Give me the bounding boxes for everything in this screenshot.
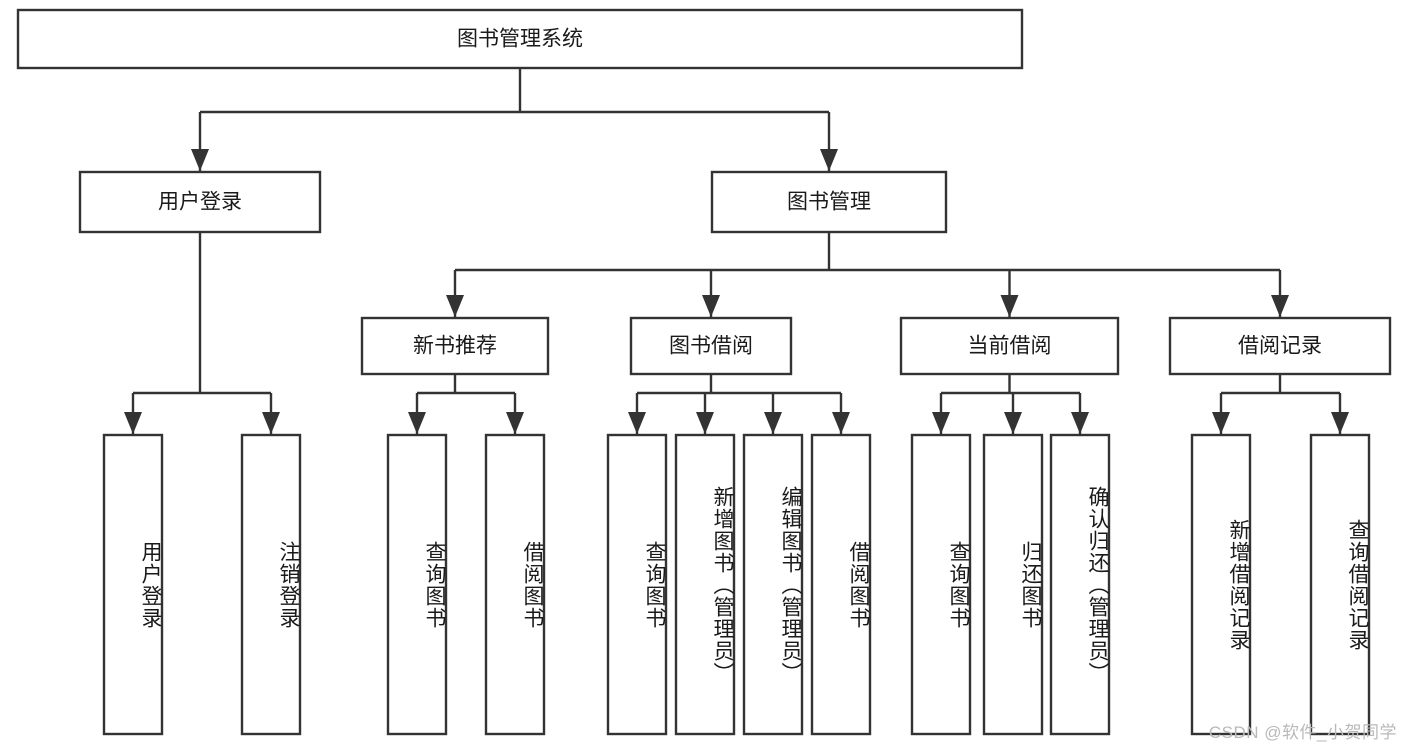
node-box-root xyxy=(16,8,1024,70)
arrow-head-leaf-query-books-rec xyxy=(408,412,426,434)
node-box-leaf-add-book-admin xyxy=(674,433,736,736)
arrow-head-leaf-add-borrow-record xyxy=(1212,412,1230,434)
arrow-head-new-book-recommend xyxy=(446,295,464,317)
arrow-head-leaf-borrow-book xyxy=(832,412,850,434)
arrow-head-leaf-query-borrow-record xyxy=(1331,412,1349,434)
node-box-leaf-query-borrow-record xyxy=(1309,433,1371,736)
node-box-borrow-records xyxy=(1168,316,1392,376)
node-box-book-management xyxy=(710,170,948,234)
node-box-leaf-user-login xyxy=(102,433,164,736)
boxes-layer xyxy=(16,8,1392,736)
node-label-current-borrow: 当前借阅 xyxy=(968,335,1052,358)
node-box-new-book-recommend xyxy=(360,316,550,376)
arrow-head-leaf-add-book-admin xyxy=(696,412,714,434)
node-label-user-login: 用户登录 xyxy=(158,191,242,214)
node-label-book-management: 图书管理 xyxy=(787,191,871,214)
node-box-leaf-query-books-current xyxy=(910,433,972,736)
node-box-leaf-query-books-rec xyxy=(386,433,448,736)
arrow-head-book-management xyxy=(820,149,838,171)
arrow-head-leaf-return-book xyxy=(1004,412,1022,434)
node-label-new-book-recommend: 新书推荐 xyxy=(413,335,497,358)
connectors-layer xyxy=(124,68,1349,434)
node-label-borrow-records: 借阅记录 xyxy=(1238,335,1322,358)
node-box-leaf-borrow-books-rec xyxy=(484,433,546,736)
node-box-user-login xyxy=(78,170,322,234)
node-label-root: 图书管理系统 xyxy=(457,28,583,51)
arrow-head-leaf-query-books-borrow xyxy=(628,412,646,434)
arrow-head-leaf-confirm-return-admin xyxy=(1071,412,1089,434)
arrow-head-leaf-borrow-books-rec xyxy=(506,412,524,434)
arrow-head-leaf-user-login xyxy=(124,412,142,434)
node-box-leaf-borrow-book xyxy=(810,433,872,736)
arrow-head-borrow-records xyxy=(1271,295,1289,317)
csdn-watermark: CSDN @软件_小贺同学 xyxy=(1208,723,1397,742)
arrow-head-user-login xyxy=(191,149,209,171)
node-box-leaf-add-borrow-record xyxy=(1190,433,1252,736)
node-box-leaf-query-books-borrow xyxy=(606,433,668,736)
node-box-leaf-edit-book-admin xyxy=(742,433,804,736)
arrow-head-leaf-query-books-current xyxy=(932,412,950,434)
arrow-head-leaf-edit-book-admin xyxy=(764,412,782,434)
arrow-head-book-borrow xyxy=(702,295,720,317)
node-box-leaf-logout xyxy=(240,433,302,736)
node-box-book-borrow xyxy=(629,316,793,376)
arrow-head-current-borrow xyxy=(1000,295,1019,317)
node-box-current-borrow xyxy=(899,316,1120,376)
arrow-head-leaf-logout xyxy=(262,412,280,434)
node-box-leaf-return-book xyxy=(982,433,1044,736)
node-box-leaf-confirm-return-admin xyxy=(1049,433,1111,736)
node-label-book-borrow: 图书借阅 xyxy=(669,335,753,358)
